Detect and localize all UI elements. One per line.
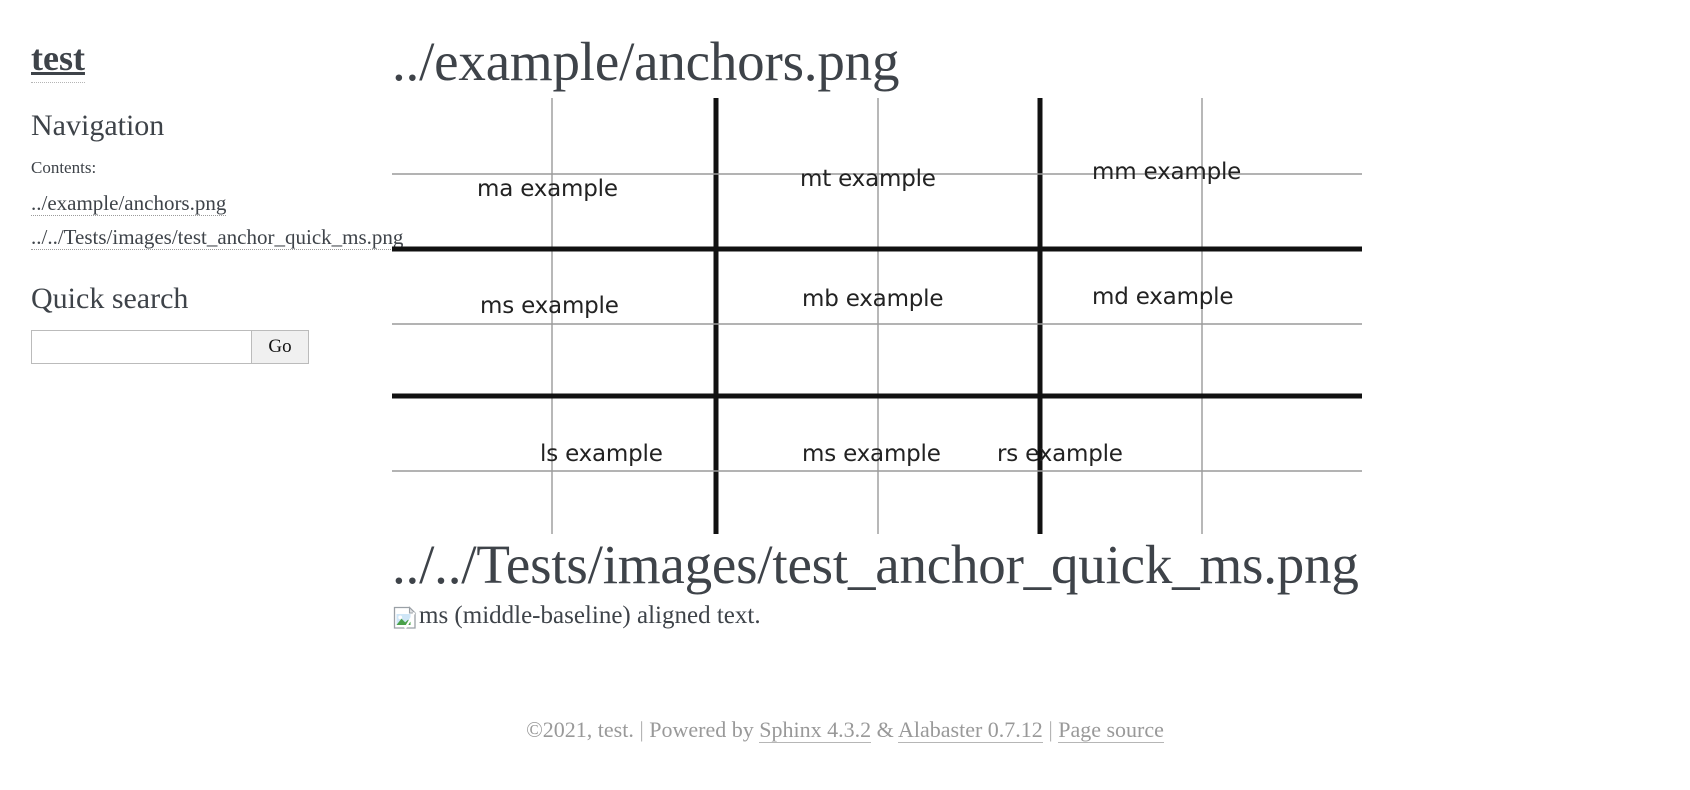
- footer-link-alabaster[interactable]: Alabaster 0.7.12: [898, 717, 1043, 743]
- broken-image-icon: [392, 605, 418, 631]
- anchor-cell-label-rs: rs example: [997, 440, 1123, 467]
- quick-search-heading: Quick search: [31, 281, 189, 315]
- footer-separator-2: |: [1048, 717, 1053, 742]
- broken-image-caption-text: ms (middle-baseline) aligned text.: [419, 601, 761, 629]
- site-logo-link[interactable]: test: [31, 40, 85, 83]
- main-content: ../example/anchors.png: [392, 0, 1642, 632]
- broken-image-caption-line: ms (middle-baseline) aligned text.: [392, 600, 1642, 633]
- toc-item: ../example/anchors.png: [31, 186, 345, 220]
- footer-powered-by-label: Powered by: [649, 717, 754, 742]
- toc-link-test-anchor-quick-ms-png[interactable]: ../../Tests/images/test_anchor_quick_ms.…: [31, 224, 404, 250]
- footer-ampersand: &: [876, 717, 894, 742]
- quick-search-form[interactable]: [31, 329, 309, 364]
- footer-link-page-source[interactable]: Page source: [1058, 717, 1164, 743]
- toc-list: ../example/anchors.png ../../Tests/image…: [31, 186, 404, 254]
- anchor-cell-label-mt: mt example: [800, 165, 936, 192]
- footer-copyright: ©2021, test.: [526, 717, 634, 742]
- anchor-cell-label-mb: mb example: [802, 285, 944, 312]
- thick-horizontal-lines: [392, 246, 1362, 399]
- page-title-test-anchor-quick-ms-png: ../../Tests/images/test_anchor_quick_ms.…: [392, 533, 1359, 595]
- navigation-heading: Navigation: [31, 109, 165, 142]
- anchor-cell-label-ms: ms example: [480, 292, 619, 319]
- anchor-cell-label-md: md example: [1092, 283, 1234, 310]
- page-footer: ©2021, test. | Powered by Sphinx 4.3.2 &…: [0, 717, 1690, 743]
- thin-vertical-lines: [551, 97, 1203, 534]
- anchors-grid-svg: [392, 97, 1362, 534]
- anchor-cell-label-ma: ma example: [477, 175, 618, 202]
- sidebar: test Navigation Contents: ../example/anc…: [0, 0, 404, 364]
- search-input[interactable]: [32, 330, 251, 363]
- logo-wrapper: test: [31, 40, 345, 87]
- contents-label: Contents:: [31, 157, 97, 177]
- toc-item: ../../Tests/images/test_anchor_quick_ms.…: [31, 220, 404, 254]
- thin-horizontal-lines: [392, 173, 1362, 472]
- broken-image-glyph: [393, 605, 417, 629]
- anchor-cell-label-ls: ls example: [540, 440, 663, 467]
- footer-separator-1: |: [639, 717, 644, 742]
- footer-link-sphinx[interactable]: Sphinx 4.3.2: [759, 717, 872, 743]
- search-go-button[interactable]: [251, 330, 308, 363]
- anchor-cell-label-mm: mm example: [1092, 158, 1242, 185]
- toc-link-anchors-png[interactable]: ../example/anchors.png: [31, 190, 227, 216]
- thick-vertical-lines: [713, 97, 1043, 534]
- anchor-cell-label-ms-2: ms example: [802, 440, 941, 467]
- anchors-figure: ma example mt example mm example ms exam…: [392, 96, 1392, 536]
- page-title-anchors-png: ../example/anchors.png: [392, 31, 900, 92]
